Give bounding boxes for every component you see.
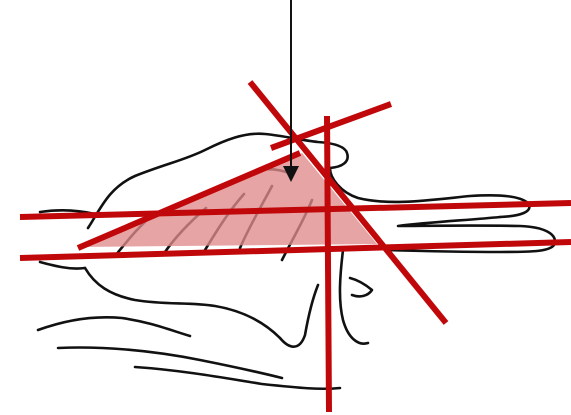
curled-finger-3 <box>135 367 340 389</box>
wrist-lower <box>40 262 85 269</box>
palm-lower-contour <box>85 268 280 338</box>
red-lines <box>20 82 571 412</box>
knuckle-contour <box>280 285 318 347</box>
small-finger-tip <box>350 278 372 296</box>
red-line-vertical <box>327 116 329 412</box>
curled-finger-1 <box>38 317 190 336</box>
curled-finger-2 <box>58 348 282 379</box>
